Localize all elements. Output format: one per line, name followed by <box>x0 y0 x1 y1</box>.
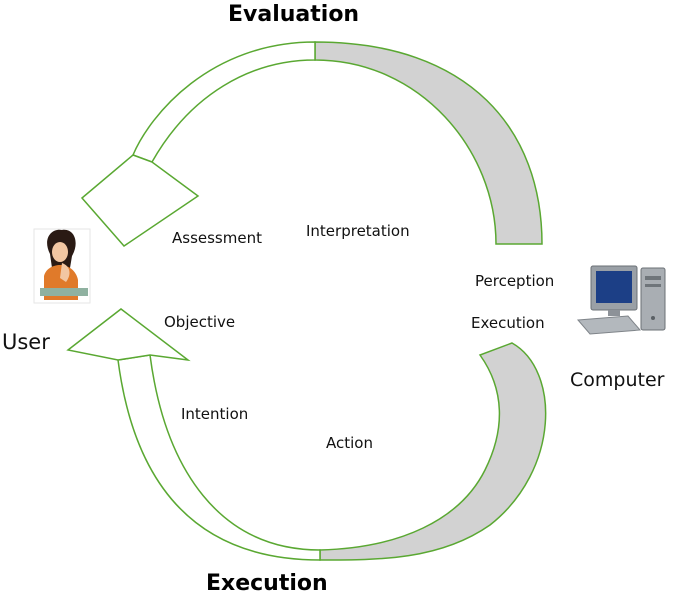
stage-interpretation: Interpretation <box>306 222 410 240</box>
user-label: User <box>2 330 50 354</box>
execution-arrow <box>66 308 547 561</box>
stage-action: Action <box>326 434 373 452</box>
stage-assessment: Assessment <box>172 229 262 247</box>
stage-execution: Execution <box>471 314 545 332</box>
computer-icon <box>576 265 666 335</box>
stage-intention: Intention <box>181 405 249 423</box>
stage-objective: Objective <box>164 313 236 331</box>
stage-perception: Perception <box>475 272 555 290</box>
user-avatar-icon <box>33 228 91 304</box>
evaluation-title: Evaluation <box>228 2 360 27</box>
evaluation-arrow <box>80 41 543 247</box>
execution-title: Execution <box>206 571 328 596</box>
computer-label: Computer <box>570 369 665 391</box>
